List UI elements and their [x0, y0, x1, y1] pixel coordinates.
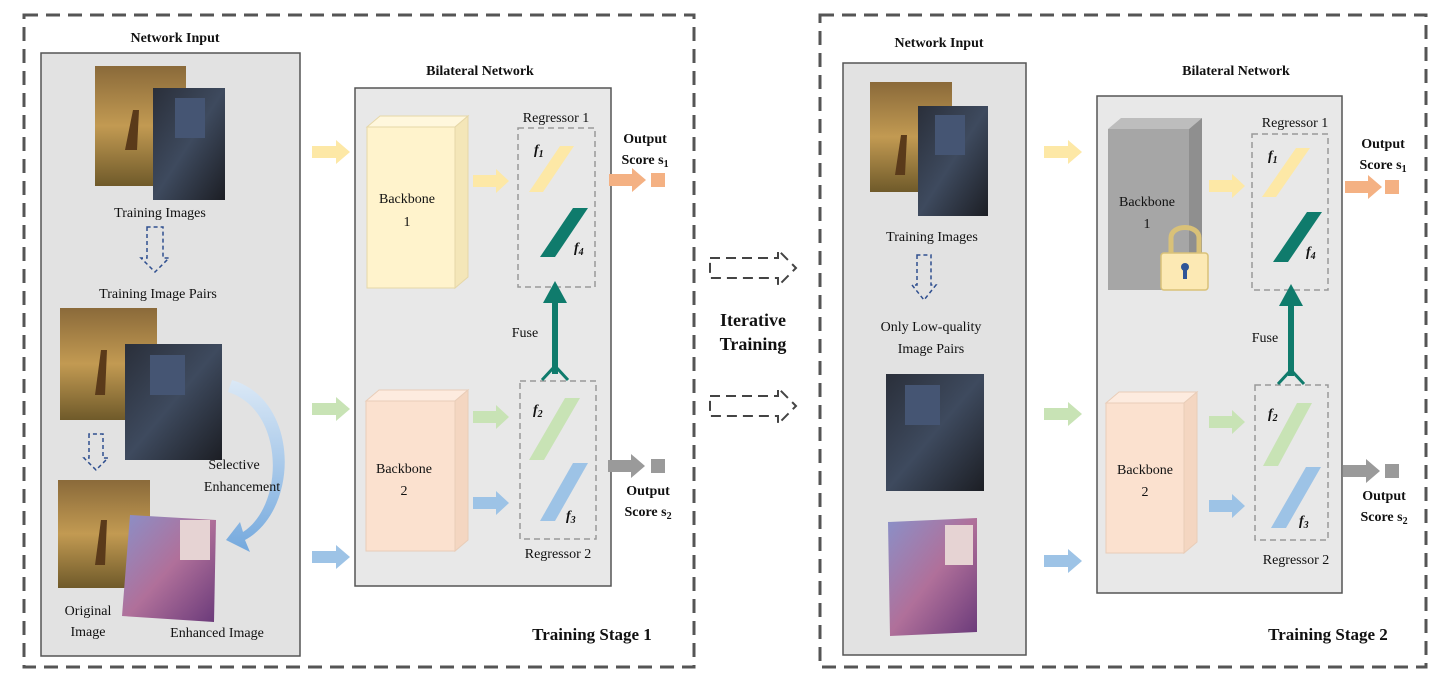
stage1-backbone2-text-b: 2: [401, 484, 408, 499]
stage2-bilateral-title: Bilateral Network: [1182, 64, 1290, 79]
stage2-training-images: [870, 82, 988, 216]
enhancement-label: Enhancement: [204, 480, 280, 495]
stage1-f3-bar: [540, 463, 588, 521]
stage1-backbone-1: [365, 114, 470, 290]
lock-icon: [1160, 225, 1209, 291]
stage2-f2-label: f2: [1268, 407, 1278, 424]
stage2-f4-label: f4: [1306, 245, 1316, 262]
stage1-f4-label: f4: [574, 241, 584, 258]
stage2-dashed-down-arrow: [910, 254, 938, 302]
stage2-backbone2-text-b: 2: [1142, 485, 1149, 500]
stage1-f3-label: f3: [566, 509, 576, 526]
stage1-title: Training Stage 1: [532, 625, 652, 644]
selective-enhancement-arrow: [226, 380, 285, 552]
stage2-output2-label: Output: [1362, 489, 1406, 504]
stage2-regressor2-label: Regressor 2: [1263, 553, 1330, 568]
stage2-backbone-1-locked: [1108, 118, 1202, 290]
blue-inner-arrow: [473, 491, 509, 515]
stage1-backbone2-text-a: Backbone: [376, 462, 432, 477]
stage2-fuse-arrow: [1276, 284, 1306, 386]
stage2-f1-label: f1: [1268, 149, 1278, 166]
stage2-low-quality-image: [886, 374, 984, 491]
stage2-title: Training Stage 2: [1268, 625, 1388, 644]
stage1-backbone-2: [364, 388, 470, 553]
stage1-bilateral-title: Bilateral Network: [426, 64, 534, 79]
stage2-f4-bar: [1273, 212, 1322, 262]
stage1-image-pair: [60, 308, 222, 460]
stage2-score1-label: Score s1: [1359, 158, 1406, 175]
stage2-training-images-label: Training Images: [886, 230, 978, 245]
stage2-backbone1-text-b: 1: [1144, 217, 1151, 232]
blue-input-arrow: [312, 545, 350, 569]
stage2-green-inner-arrow: [1209, 410, 1245, 434]
green-inner-arrow: [473, 405, 509, 429]
stage1-f1-label: f1: [534, 143, 544, 160]
selective-label: Selective: [208, 458, 259, 473]
stage2-output2-square: [1385, 464, 1399, 478]
stage2-yellow-input-arrow: [1044, 140, 1082, 164]
stage2-f2-bar: [1263, 403, 1312, 466]
stage1-output1-label: Output: [623, 132, 667, 147]
stage1-training-images: [95, 66, 225, 200]
stage1-output2-label: Output: [626, 484, 670, 499]
stage2-score2-label: Score s2: [1360, 510, 1407, 527]
stage1-training-image-pairs-label: Training Image Pairs: [99, 287, 217, 302]
stage1-regressor2-label: Regressor 2: [525, 547, 592, 562]
stage2-blue-inner-arrow: [1209, 494, 1245, 518]
original-label: Original: [65, 604, 112, 619]
iterative-arrow-bottom: [709, 385, 798, 427]
stage2-backbone1-text-a: Backbone: [1119, 195, 1175, 210]
stage2-green-input-arrow: [1044, 402, 1082, 426]
stage1-backbone1-text-b: 1: [404, 215, 411, 230]
stage2-f1-bar: [1262, 148, 1310, 197]
stage1-fuse-arrow: [540, 281, 570, 382]
stage2-regressor2-box: [1254, 384, 1329, 541]
stage1-f2-label: f2: [533, 403, 543, 420]
stage2-blue-input-arrow: [1044, 549, 1082, 573]
stage2-yellow-inner-arrow: [1209, 174, 1245, 198]
stage2-enhanced-image: [888, 518, 977, 636]
yellow-input-arrow: [312, 140, 350, 164]
stage1-output2-arrow: [608, 454, 645, 478]
stage1-score2-label: Score s2: [624, 505, 671, 522]
stage2-image-pairs: Image Pairs: [898, 342, 964, 357]
stage2-output1-arrow: [1345, 175, 1382, 199]
stage1-regressor1-label: Regressor 1: [523, 111, 590, 126]
green-input-arrow: [312, 397, 350, 421]
stage1-enhanced-pair: [58, 480, 216, 622]
stage2-output1-label: Output: [1361, 137, 1405, 152]
stage2-network-input-title: Network Input: [894, 36, 983, 51]
stage1-output1-arrow: [609, 168, 646, 192]
stage2-f3-label: f3: [1299, 514, 1309, 531]
training-label: Training: [720, 334, 787, 354]
stage2-output1-square: [1385, 180, 1399, 194]
stage1-f4-bar: [540, 208, 588, 257]
stage1-output2-square: [651, 459, 665, 473]
iterative-arrow-top: [709, 247, 798, 289]
stage1-training-images-label: Training Images: [114, 206, 206, 221]
stage1-output1-square: [651, 173, 665, 187]
stage1-network-input-title: Network Input: [130, 31, 219, 46]
stage1-backbone1-text-a: Backbone: [379, 192, 435, 207]
iterative-label: Iterative: [720, 310, 786, 330]
stage2-only-low-quality: Only Low-quality: [881, 320, 982, 335]
stage1-f2-bar: [529, 398, 580, 460]
stage2-backbone-2: [1104, 390, 1199, 555]
dashed-down-arrow: [139, 226, 171, 274]
stage1-regressor2-box: [519, 380, 597, 540]
yellow-inner-arrow: [473, 169, 509, 193]
dashed-down-arrow-2: [82, 433, 110, 472]
stage2-regressor1-label: Regressor 1: [1262, 116, 1329, 131]
stage2-fuse-label: Fuse: [1252, 331, 1278, 346]
stage1-score1-label: Score s1: [621, 153, 668, 170]
stage2-backbone2-text-a: Backbone: [1117, 463, 1173, 478]
stage2-output2-arrow: [1343, 459, 1380, 483]
stage1-fuse-label: Fuse: [512, 326, 538, 341]
stage1-f1-bar: [529, 146, 574, 192]
enhanced-image-label: Enhanced Image: [170, 626, 264, 641]
stage2-f3-bar: [1271, 467, 1321, 528]
image-label: Image: [71, 625, 106, 640]
